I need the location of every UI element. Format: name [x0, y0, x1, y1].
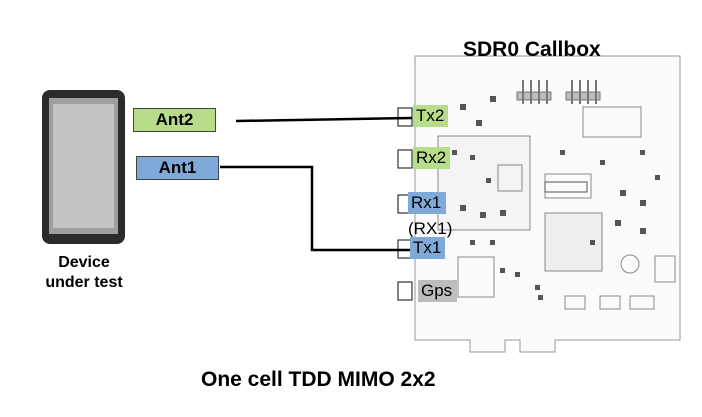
port-tx1: Tx1	[410, 237, 445, 259]
port-rx1-note: (RX1)	[408, 219, 453, 238]
port-gps: Gps	[418, 280, 457, 302]
port-rx2: Rx2	[413, 147, 450, 169]
phone-device	[42, 90, 125, 244]
sdr-board-outline	[414, 55, 681, 353]
ant2-label: Ant2	[133, 108, 216, 132]
ant1-label: Ant1	[136, 156, 219, 180]
pin-headers	[516, 80, 601, 104]
cable-ant1-tx1	[220, 165, 412, 252]
port-rx1: Rx1	[408, 192, 446, 214]
device-label-line2: under test	[45, 274, 123, 291]
device-label: Device under test	[30, 253, 138, 293]
board-title: SDR0 Callbox	[463, 38, 601, 61]
diagram-caption: One cell TDD MIMO 2x2	[201, 368, 436, 391]
cable-ant2-tx2	[235, 116, 413, 123]
smd-components	[452, 96, 660, 300]
device-label-line1: Device	[58, 254, 110, 271]
port-tx2: Tx2	[413, 105, 448, 127]
connector-header	[544, 181, 588, 193]
